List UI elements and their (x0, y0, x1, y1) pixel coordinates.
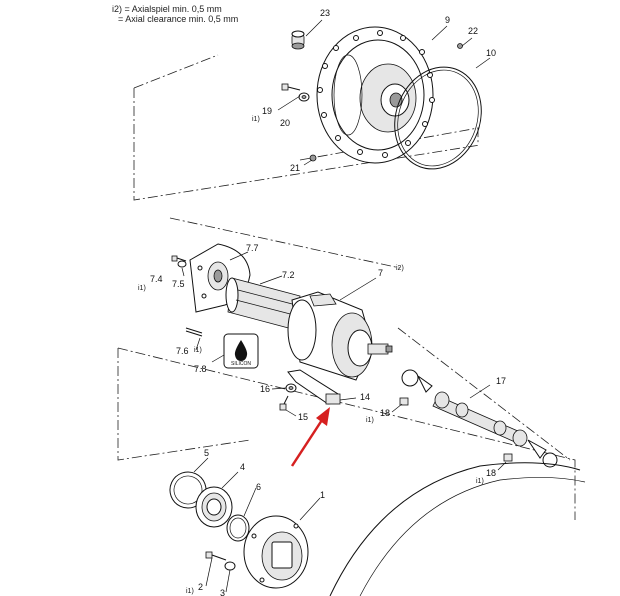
label-part-5: 5 (204, 448, 209, 458)
hub-bolt-holes (317, 30, 435, 158)
bolt-part-7-4 (171, 255, 187, 262)
label-part-15: 15 (298, 412, 308, 422)
label-part-7-4: 7.4 (150, 274, 163, 284)
label-part-9: 9 (445, 15, 450, 25)
label-part-3: 3 (220, 588, 225, 596)
wheel-outline (329, 462, 586, 596)
leader-lines (181, 19, 507, 593)
label-part-7-7: 7.7 (246, 243, 259, 253)
label-part-16: 16 (260, 384, 270, 394)
label-part-7-2: 7.2 (282, 270, 295, 280)
plug-part-23 (291, 30, 305, 50)
washer-part-3 (224, 561, 236, 571)
washer-part-20 (298, 92, 310, 102)
washer-part-16 (285, 383, 297, 393)
washer-part-7-5 (177, 260, 187, 268)
label-part-4: 4 (240, 462, 245, 472)
label-part-7-6: 7.6 (176, 346, 189, 356)
label-part-19: 19 (262, 106, 272, 116)
footnote-part-7-6: i1) (194, 347, 202, 354)
silicon-sealant-badge: SILICON (223, 333, 259, 369)
label-part-18-upper: 18 (380, 408, 390, 418)
o-ring-part-10 (394, 66, 482, 170)
bolt-part-19 (281, 83, 301, 91)
label-part-7-5: 7.5 (172, 279, 185, 289)
label-part-7: 7 (378, 268, 383, 278)
note-axial-clearance-en: = Axial clearance min. 0,5 mm (118, 14, 239, 24)
o-ring-inner-edge (397, 69, 479, 167)
bracket-part-14 (287, 369, 341, 405)
shaft-tube-part-7-2 (225, 277, 301, 331)
screw-part-18-lower (503, 453, 513, 462)
part-number-labels: 23 9 22 10 19 i1) 20 21 7.7 7.2 7 i2) 7.… (138, 8, 506, 596)
hub-flange-part-9 (316, 26, 435, 164)
drive-shaft-part-17 (401, 369, 558, 468)
label-part-2: 2 (198, 582, 203, 592)
motor-housing-part-7 (287, 291, 393, 381)
label-part-17: 17 (496, 376, 506, 386)
bearing-part-4 (195, 486, 233, 528)
label-part-18-lower: 18 (486, 468, 496, 478)
droplet-icon (234, 340, 248, 361)
seal-ring-part-6 (226, 514, 250, 542)
assembly-boundary-lines (117, 54, 576, 520)
bolt-part-2 (205, 551, 227, 561)
label-part-22: 22 (468, 26, 478, 36)
hub-part-1 (243, 515, 309, 589)
label-part-1: 1 (320, 490, 325, 500)
note-axial-play-de: i2) = Axialspiel min. 0,5 mm (112, 4, 222, 14)
highlight-arrow (290, 407, 330, 467)
footnote-part-2: i1) (186, 588, 194, 595)
label-part-21: 21 (290, 163, 300, 173)
label-part-20: 20 (280, 118, 290, 128)
label-part-14: 14 (360, 392, 370, 402)
footnote-part-18-upper: i1) (366, 417, 374, 424)
screw-part-18-upper (399, 397, 409, 406)
label-part-10: 10 (486, 48, 496, 58)
screw-part-21 (309, 154, 317, 162)
circlip-part-5 (169, 471, 207, 509)
footnote-part-19: i1) (252, 116, 260, 123)
label-part-23: 23 (320, 8, 330, 18)
footnote-part-18-lower: i1) (476, 478, 484, 485)
footnote-part-7-4: i1) (138, 285, 146, 292)
pin-part-7-6 (185, 327, 203, 337)
label-part-7-8: 7.8 (194, 364, 207, 374)
footnote-part-7: i2) (396, 265, 404, 272)
label-part-6: 6 (256, 482, 261, 492)
silicon-label: SILICON (231, 361, 251, 367)
bolt-part-15 (279, 395, 289, 411)
screw-part-22 (457, 43, 463, 49)
